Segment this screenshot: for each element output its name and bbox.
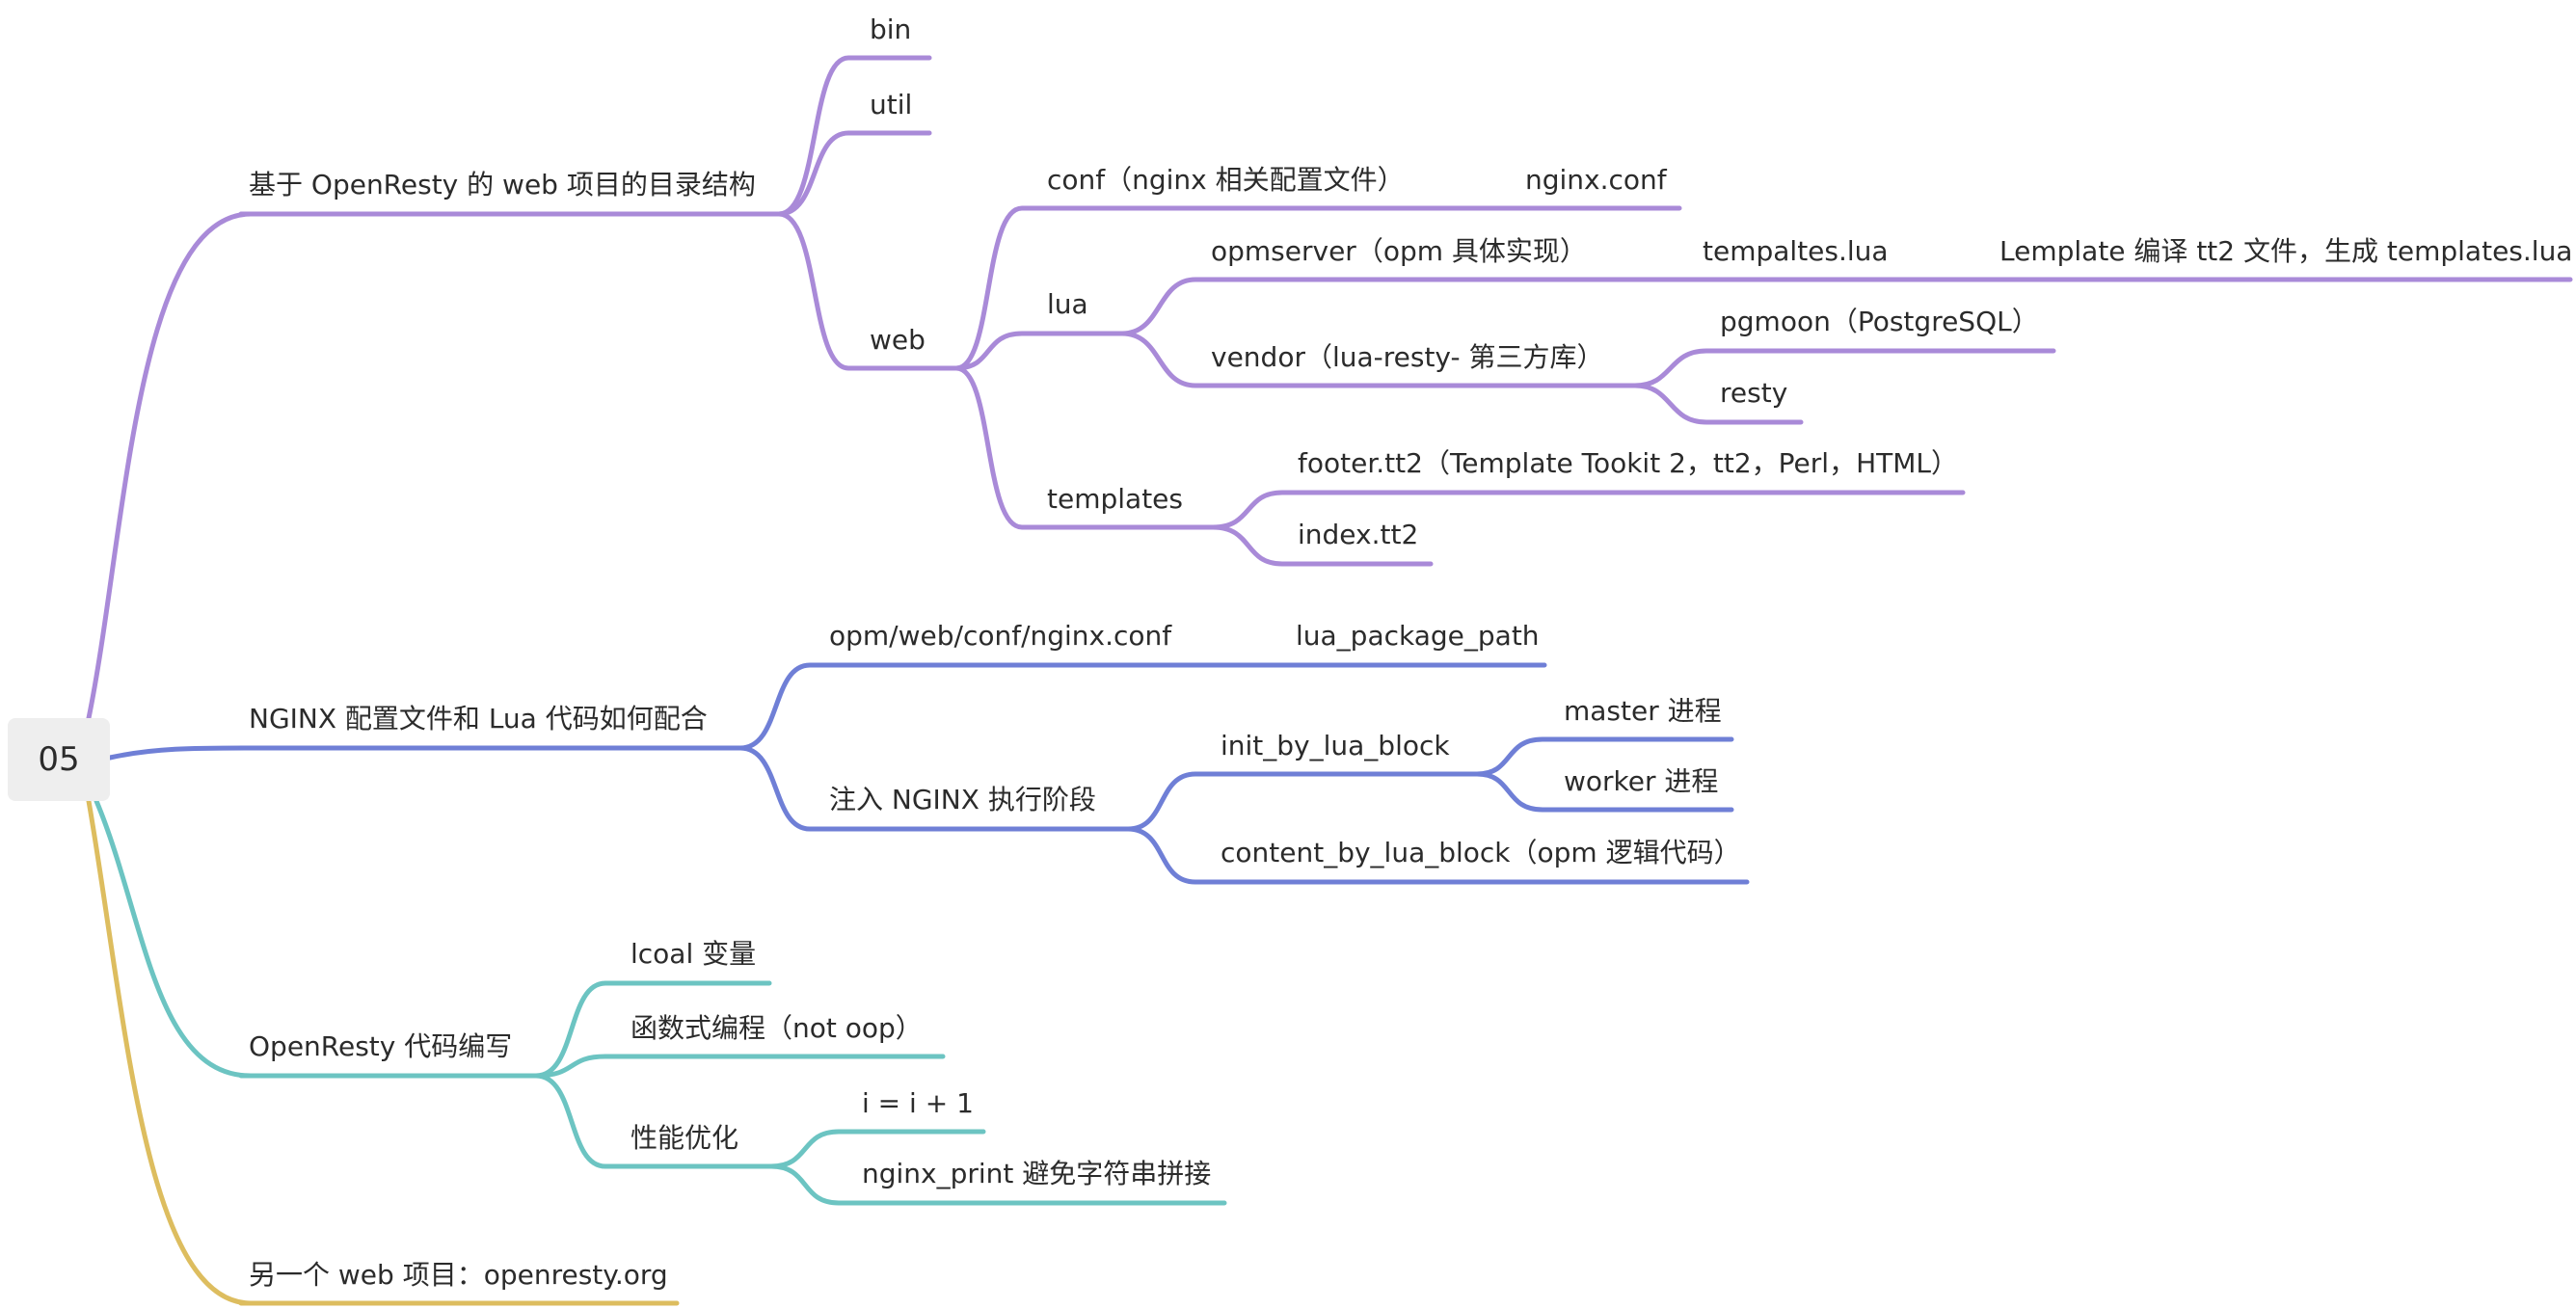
node-tempaltes-lua[interactable]: tempaltes.lua <box>1703 235 1889 267</box>
connector-b2-inject <box>738 745 1131 832</box>
connector-root-b4 <box>86 798 254 1306</box>
node-footer[interactable]: footer.tt2（Template Tookit 2，tt2，Perl，HT… <box>1298 447 1958 479</box>
connector-root-b2 <box>107 745 254 761</box>
node-opmserver[interactable]: opmserver（opm 具体实现） <box>1211 235 1587 267</box>
node-content-by-lua-block[interactable]: content_by_lua_block（opm 逻辑代码） <box>1221 837 1741 868</box>
root-label: 05 <box>38 740 80 779</box>
connector-web-templates <box>953 365 1216 530</box>
node-worker[interactable]: worker 进程 <box>1564 765 1719 797</box>
connector-b1-web <box>776 211 959 371</box>
node-nginx-conf[interactable]: nginx.conf <box>1525 164 1667 196</box>
node-incr[interactable]: i = i + 1 <box>862 1087 974 1119</box>
node-b1[interactable]: 基于 OpenResty 的 web 项目的目录结构 <box>249 169 756 200</box>
node-web[interactable]: web <box>870 324 926 356</box>
node-init-by-lua-block[interactable]: init_by_lua_block <box>1221 730 1450 761</box>
connector-b1-bin <box>776 55 932 217</box>
node-master[interactable]: master 进程 <box>1564 695 1722 727</box>
connector-perf-print <box>768 1163 1227 1206</box>
connector-vendor-pgmoon <box>1632 348 2056 388</box>
connector-init-master <box>1474 736 1734 777</box>
node-lemplate[interactable]: Lemplate 编译 tt2 文件，生成 templates.lua <box>1999 235 2573 267</box>
node-nginx-print[interactable]: nginx_print 避免字符串拼接 <box>862 1158 1212 1189</box>
connector-vendor-resty <box>1632 383 1804 425</box>
connector-root-b1 <box>86 211 254 721</box>
connector-web-conf <box>953 205 1682 371</box>
connector-lua-opmserver <box>1119 277 2573 336</box>
node-inject[interactable]: 注入 NGINX 执行阶段 <box>829 784 1096 815</box>
node-lua-package-path[interactable]: lua_package_path <box>1296 620 1540 652</box>
connector-b3-functional <box>533 1054 946 1079</box>
connector-templates-index <box>1210 524 1434 567</box>
connector-init-worker <box>1474 771 1734 813</box>
node-opm-conf[interactable]: opm/web/conf/nginx.conf <box>829 620 1172 652</box>
connector-perf-incr <box>768 1129 986 1169</box>
connector-lua-vendor <box>1119 331 1638 388</box>
node-b3[interactable]: OpenResty 代码编写 <box>249 1030 513 1062</box>
connector-inject-init <box>1125 771 1480 832</box>
connector-web-lua <box>953 331 1125 371</box>
node-pgmoon[interactable]: pgmoon（PostgreSQL） <box>1720 306 2039 337</box>
node-bin[interactable]: bin <box>870 13 912 45</box>
connector-root-b3 <box>94 798 254 1079</box>
node-lua[interactable]: lua <box>1047 288 1088 320</box>
connector-b1-util <box>776 130 932 217</box>
node-local-var[interactable]: lcoal 变量 <box>631 938 757 970</box>
connector-b2-opmconf <box>738 662 1547 751</box>
node-index[interactable]: index.tt2 <box>1298 519 1419 550</box>
node-resty[interactable]: resty <box>1720 377 1788 409</box>
connector-templates-footer <box>1210 490 1966 530</box>
node-functional[interactable]: 函数式编程（not oop） <box>631 1012 923 1044</box>
node-templates[interactable]: templates <box>1047 483 1183 515</box>
node-vendor[interactable]: vendor（lua-resty- 第三方库） <box>1211 341 1604 373</box>
connector-b3-localvar <box>533 980 772 1079</box>
connector-inject-content <box>1125 826 1750 885</box>
node-util[interactable]: util <box>870 89 913 120</box>
node-b2[interactable]: NGINX 配置文件和 Lua 代码如何配合 <box>249 703 708 735</box>
node-b4[interactable]: 另一个 web 项目：openresty.org <box>249 1259 668 1291</box>
node-perf[interactable]: 性能优化 <box>631 1122 739 1154</box>
root-node[interactable]: 05 <box>8 718 110 801</box>
connector-b3-perf <box>533 1073 774 1169</box>
node-conf[interactable]: conf（nginx 相关配置文件） <box>1047 164 1405 196</box>
